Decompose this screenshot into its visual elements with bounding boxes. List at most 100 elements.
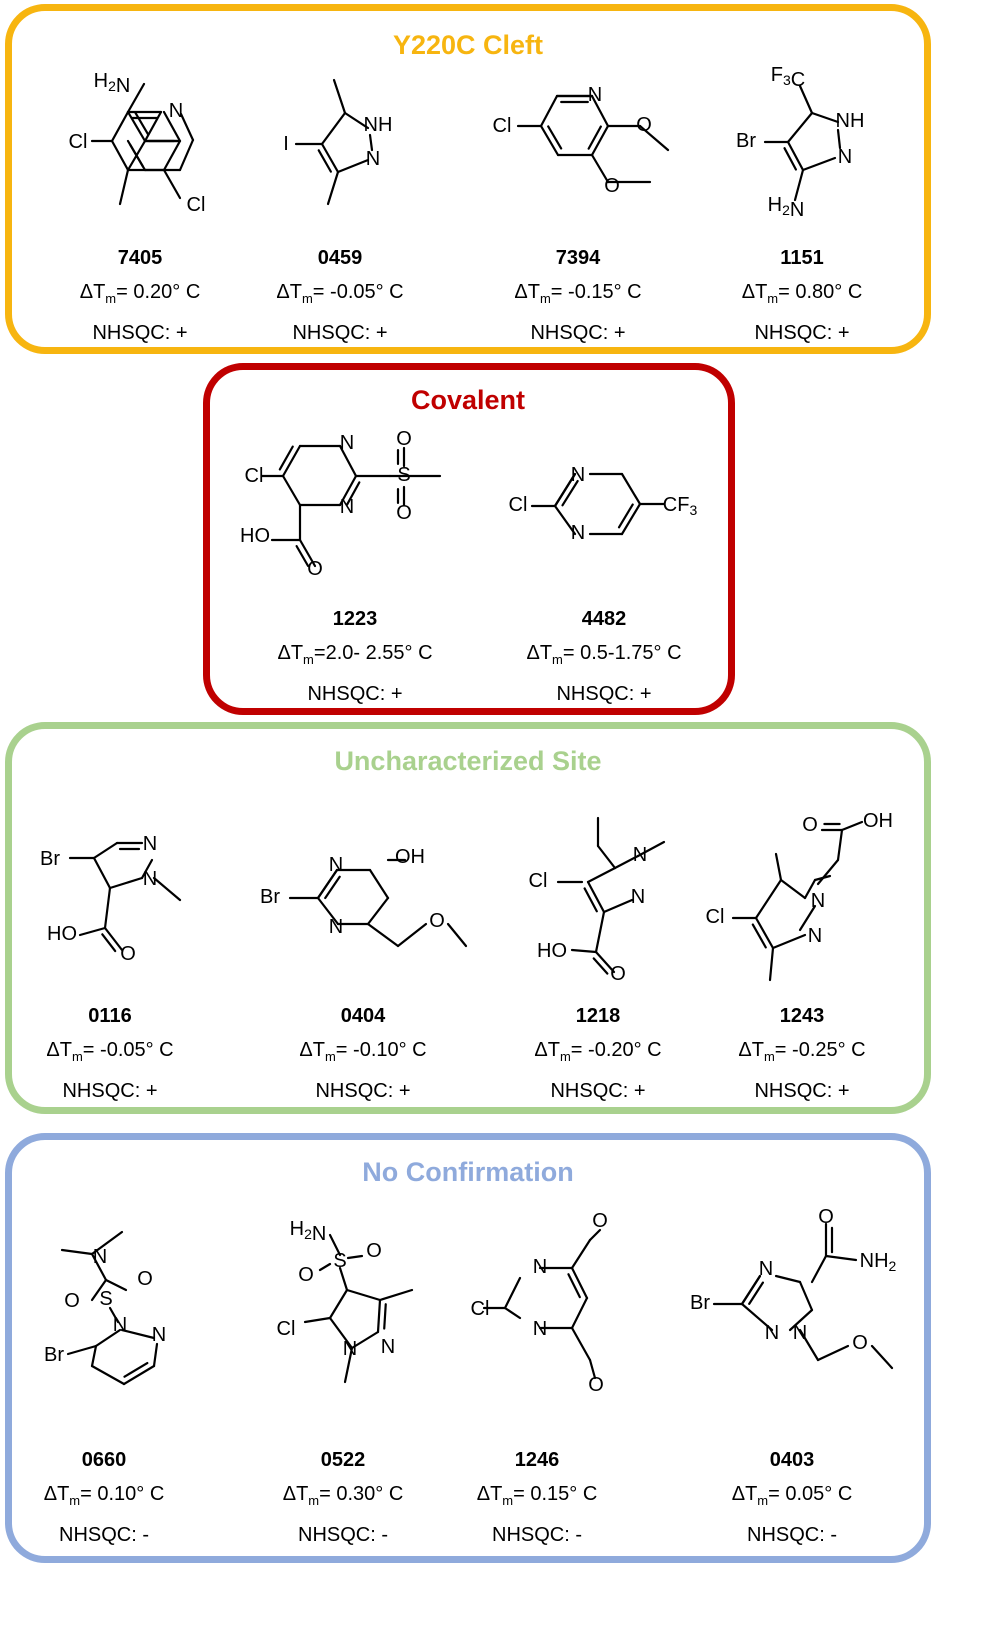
atom-label: O: [604, 175, 620, 197]
bond: [539, 94, 559, 128]
bond: [771, 933, 807, 950]
bond: [590, 94, 610, 128]
atom-label: Cl: [529, 870, 548, 892]
compound-id: 0522: [320, 1449, 366, 1471]
atom-label: Br: [40, 848, 60, 870]
bond: [547, 125, 563, 150]
bond: [338, 444, 358, 478]
bond: [78, 926, 107, 937]
atom-label: F3C: [771, 64, 805, 91]
atom-label: N: [793, 1322, 807, 1344]
atom-label: I: [283, 133, 289, 155]
bond: [123, 1361, 149, 1378]
bond: [592, 957, 609, 975]
atom-label: N: [765, 1322, 779, 1344]
atom-label: N: [633, 844, 647, 866]
bond: [140, 858, 154, 880]
atom-label: N: [366, 148, 380, 170]
bond: [570, 1266, 589, 1300]
bond: [446, 922, 468, 948]
bond: [740, 1274, 762, 1306]
bond: [328, 1233, 342, 1257]
bond: [798, 1328, 820, 1362]
bond: [768, 946, 775, 982]
bond: [326, 170, 340, 206]
delta-tm: ΔTm= 0.30° C: [282, 1483, 404, 1508]
bond: [816, 858, 840, 886]
bond: [343, 111, 370, 130]
bond: [338, 1266, 349, 1292]
bond: [366, 922, 400, 948]
bond: [368, 133, 374, 152]
bond: [590, 124, 610, 157]
panel-no-confirmation: [5, 1133, 931, 1563]
atom-label: O: [120, 943, 136, 965]
delta-tm: ΔTm= 0.15° C: [476, 1483, 598, 1508]
atom-label: N: [329, 916, 343, 938]
bond: [90, 1252, 108, 1282]
bond: [328, 1316, 354, 1350]
bond: [346, 481, 361, 506]
delta-tm: ΔTm= -0.15° C: [514, 281, 642, 306]
bond: [92, 856, 112, 890]
bond: [754, 916, 775, 950]
bond: [320, 111, 347, 146]
bond: [754, 878, 783, 920]
bond: [816, 1344, 850, 1362]
atom-label: H2N: [768, 194, 805, 221]
bond: [278, 445, 294, 471]
bond: [110, 110, 130, 143]
bond: [798, 1280, 814, 1312]
atom-label: Cl: [471, 1298, 490, 1320]
atom-label: N: [588, 84, 602, 106]
bond: [748, 1281, 764, 1305]
atom-label: O: [396, 502, 412, 524]
atom-label: O: [429, 910, 445, 932]
nhsqc-result: NHSQC: +: [754, 1080, 850, 1102]
atom-label: N: [340, 432, 354, 454]
bond: [636, 840, 666, 858]
bond: [162, 139, 182, 172]
bond: [295, 545, 310, 567]
delta-tm: ΔTm= 0.5-1.75° C: [526, 642, 682, 667]
bond: [103, 926, 124, 952]
atom-label: O: [307, 558, 323, 580]
bond: [143, 110, 163, 143]
compound-id: 1243: [779, 1005, 825, 1027]
bond: [345, 1288, 382, 1302]
bond: [583, 887, 598, 913]
atom-label: N: [811, 890, 825, 912]
atom-label: N: [838, 146, 852, 168]
bond: [320, 142, 340, 174]
bond: [350, 1330, 380, 1350]
bond: [588, 1358, 597, 1380]
bond: [824, 1254, 858, 1262]
bond: [786, 140, 805, 172]
bond: [152, 876, 182, 902]
delta-tm: ΔTm= 0.80° C: [741, 281, 863, 306]
panel-uncharacterized-site: [5, 722, 931, 1114]
atom-label: N: [808, 925, 822, 947]
delta-tm: ΔTm= -0.10° C: [299, 1039, 427, 1064]
compound-id: 7405: [117, 247, 163, 269]
nhsqc-result: NHSQC: -: [59, 1524, 149, 1546]
delta-tm: ΔTm= -0.05° C: [46, 1039, 174, 1064]
atom-label: O: [592, 1210, 608, 1232]
atom-label: N: [343, 1338, 357, 1360]
atom-label: CF3: [663, 494, 698, 517]
bond: [587, 125, 602, 150]
bond: [90, 1364, 126, 1386]
bond: [594, 950, 616, 974]
compound-id: 1151: [780, 247, 824, 269]
bond: [570, 1296, 589, 1330]
bond: [178, 138, 195, 172]
atom-label: O: [802, 814, 818, 836]
bond: [836, 128, 842, 150]
